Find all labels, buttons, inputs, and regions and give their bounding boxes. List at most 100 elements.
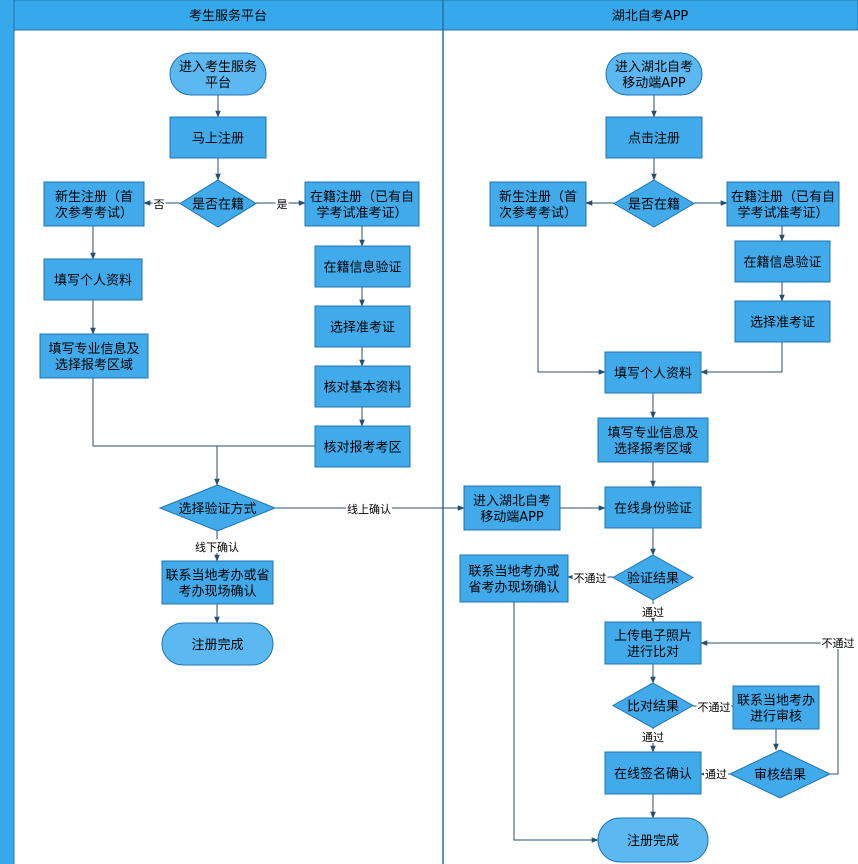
node-label: 注册完成	[627, 834, 679, 849]
edge-l-decide-enrolled-label-bg	[275, 196, 289, 210]
node-l-check-area: 核对报考考区	[314, 425, 411, 468]
node-label: 进行审核	[750, 710, 802, 725]
process-box	[314, 365, 411, 408]
terminator-pill	[161, 622, 274, 666]
edge-l-decide-new-label-bg	[152, 196, 166, 210]
node-label: 进入湖北自考	[473, 494, 551, 509]
node-l-fill: 填写个人资料	[43, 258, 143, 301]
node-l-select: 选择准考证	[314, 305, 411, 348]
edge-r-select-fill	[700, 342, 783, 375]
edge-r-cresult-sign-label-bg	[641, 729, 665, 743]
edge-r-contact-done	[513, 602, 599, 843]
process-box	[604, 351, 702, 394]
node-label: 进行比对	[627, 645, 679, 660]
edge-r-vresult-contact-label: 不通过	[574, 572, 607, 585]
terminator-pill	[169, 52, 267, 96]
node-label: 移动端APP	[480, 510, 544, 525]
process-box	[605, 116, 703, 159]
node-label: 验证结果	[627, 571, 679, 587]
node-r-decide: 是否在籍	[613, 179, 695, 228]
edge-l-decide-enrolled-label: 是	[277, 198, 288, 211]
process-box	[314, 245, 411, 288]
node-label: 联系当地考办或省	[165, 569, 269, 584]
node-r-aresult: 审核结果	[728, 749, 832, 799]
node-l-method: 选择验证方式	[158, 484, 277, 532]
node-label: 马上注册	[192, 132, 244, 147]
decision-diamond	[611, 554, 695, 601]
node-label: 进入湖北自考	[615, 60, 693, 75]
node-l-register: 马上注册	[169, 116, 267, 159]
edge-l-method-contact-label-bg	[194, 539, 240, 553]
node-label: 联系当地考办	[737, 694, 815, 709]
process-box	[304, 181, 420, 227]
node-label: 审核结果	[754, 768, 806, 783]
process-box	[734, 300, 831, 343]
node-label: 是否在籍	[192, 197, 244, 213]
process-box	[43, 258, 143, 301]
edge-r-vresult-contact-label-bg	[572, 570, 608, 584]
lane-title-left: 考生服务平台	[189, 8, 267, 24]
edge-r-new-fill	[537, 226, 606, 375]
node-label: 在线签名确认	[614, 766, 692, 782]
edge-r-cresult-review-label-bg	[696, 699, 732, 713]
node-label: 填写个人资料	[614, 367, 692, 382]
process-box	[459, 554, 569, 603]
node-label: 移动端APP	[622, 76, 686, 91]
process-box	[314, 425, 411, 468]
lane-header-left	[13, 0, 444, 31]
edge-r-vresult-upload-label-bg	[641, 604, 665, 618]
node-label: 进入考生服务	[179, 59, 257, 75]
node-label: 选择准考证	[330, 321, 395, 336]
process-box	[604, 486, 702, 529]
edge-l-method-enterapp-label-bg	[346, 501, 392, 515]
node-label: 在籍注册（已有自	[731, 189, 835, 205]
node-label: 在籍信息验证	[323, 260, 401, 276]
node-l-check-basic: 核对基本资料	[314, 365, 411, 408]
node-r-verify: 在籍信息验证	[734, 240, 831, 283]
edge-l-major-merge	[92, 378, 217, 447]
process-box	[604, 751, 702, 795]
edge-r-cresult-sign-label: 通过	[642, 731, 664, 744]
terminator-pill	[597, 817, 709, 863]
node-label: 在籍注册（已有自	[310, 189, 414, 205]
process-box	[732, 685, 820, 730]
decision-diamond	[611, 682, 695, 729]
node-label: 平台	[205, 76, 231, 91]
edge-r-aresult-sign-label-bg	[704, 766, 728, 780]
node-label: 次参考考试）	[499, 205, 577, 221]
node-label: 填写专业信息及	[48, 341, 139, 357]
decision-diamond	[613, 179, 695, 228]
edge-l-area-method	[214, 445, 315, 486]
node-label: 考办现场确认	[178, 585, 256, 600]
decision-diamond	[158, 484, 277, 532]
edge-l-decide-new-label: 否	[154, 198, 165, 211]
node-label: 填写个人资料	[54, 274, 132, 289]
node-r-identity: 在线身份验证	[604, 486, 702, 529]
node-l-done: 注册完成	[161, 622, 274, 666]
edge-r-cresult-review-label: 不通过	[698, 701, 731, 714]
node-label: 选择报考区域	[614, 442, 692, 457]
process-box	[604, 621, 702, 665]
node-label: 上传电子照片	[614, 629, 692, 644]
node-label: 新生注册（首	[499, 189, 577, 205]
node-label: 核对基本资料	[323, 381, 401, 396]
terminator-pill	[605, 52, 703, 96]
edge-l-method-contact-label: 线下确认	[195, 540, 239, 554]
decision-diamond	[728, 749, 832, 799]
decision-diamond	[179, 179, 257, 228]
process-box	[161, 560, 274, 605]
edge-l-method-enterapp-label: 线上确认	[347, 502, 391, 516]
lane-header-right	[442, 0, 858, 31]
process-box	[43, 181, 145, 227]
edge-r-aresult-upload-label-bg	[820, 635, 856, 649]
